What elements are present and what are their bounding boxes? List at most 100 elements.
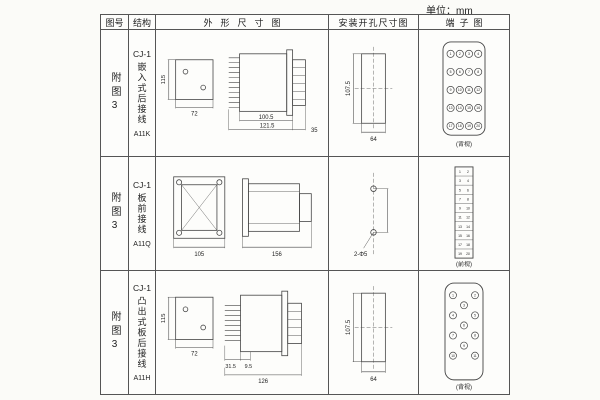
structure-name-1: 嵌入式后接线 <box>136 61 147 125</box>
fig-no-1: 附图3 <box>109 71 120 115</box>
dim-depth-1: 35 <box>311 128 318 134</box>
svg-text:17: 17 <box>458 243 462 247</box>
spec-table: 图号 结构 外形尺寸图 安装开孔尺寸图 端子图 附图3 CJ-1 嵌入式后接线 … <box>100 14 510 395</box>
svg-text:1: 1 <box>459 170 461 174</box>
model-2: A11Q <box>133 240 151 248</box>
svg-text:2: 2 <box>474 293 476 297</box>
install-drawing-a11k: 107.5 64 <box>346 46 393 143</box>
svg-text:7: 7 <box>468 70 470 74</box>
svg-text:14: 14 <box>458 106 462 110</box>
svg-text:9: 9 <box>459 207 461 211</box>
dim-height-1: 115 <box>161 74 167 84</box>
svg-text:11: 11 <box>473 354 477 358</box>
dim-cutout-v-3: 107.5 <box>346 319 352 335</box>
svg-text:2: 2 <box>459 52 461 56</box>
svg-text:4: 4 <box>477 52 479 56</box>
dim-total-3: 126 <box>258 379 269 385</box>
outline-drawing-a11h: 115 72 31.5 9.5 126 <box>161 290 302 385</box>
install-shapes-3 <box>352 286 393 373</box>
svg-text:3: 3 <box>468 52 470 56</box>
svg-text:12: 12 <box>476 88 480 92</box>
svg-text:6: 6 <box>463 324 465 328</box>
outline-cell-1: 115 72 100.5 121.5 35 <box>156 30 329 157</box>
outline-drawing-a11k: 115 72 100.5 121.5 35 <box>161 49 318 134</box>
svg-text:3: 3 <box>459 179 461 183</box>
structure-cell-2: CJ-1 板前接线 A11Q <box>129 157 156 271</box>
svg-text:5: 5 <box>459 188 461 192</box>
dim-pitch-3: 9.5 <box>245 364 253 370</box>
svg-text:15: 15 <box>458 234 462 238</box>
svg-text:10: 10 <box>466 207 470 211</box>
svg-text:4: 4 <box>452 314 454 318</box>
install-cell-2: 2-Φ5 <box>329 157 419 271</box>
model-3: A11H <box>133 375 151 383</box>
terminal-view-1: (背视) <box>456 140 472 148</box>
terminal-view-2: (前视) <box>456 260 472 268</box>
dim-cutout-h-3: 64 <box>370 377 377 383</box>
outline-shapes-2 <box>173 176 312 249</box>
install-dims-1: 107.5 64 <box>346 80 378 143</box>
svg-text:13: 13 <box>458 225 462 229</box>
dim-width-1: 72 <box>191 111 198 117</box>
install-drawing-a11h: 107.5 64 <box>346 286 393 383</box>
outline-shapes-3 <box>167 290 302 376</box>
svg-text:8: 8 <box>467 197 469 201</box>
svg-text:20: 20 <box>466 252 470 256</box>
outline-dims-2: 105 156 <box>194 252 282 258</box>
series-1: CJ-1 <box>133 48 151 59</box>
outline-dims-1: 115 72 100.5 121.5 35 <box>161 74 318 134</box>
series-3: CJ-1 <box>133 282 151 293</box>
structure-cell-3: CJ-1 凸出式板后接线 A11H <box>129 271 156 394</box>
outline-drawing-a11q: 105 156 <box>173 176 312 258</box>
header-structure: 结构 <box>129 15 156 30</box>
unit-label: 单位：mm <box>426 6 473 17</box>
svg-text:12: 12 <box>466 216 470 220</box>
dim-width-2: 105 <box>194 252 205 258</box>
svg-text:3: 3 <box>463 303 465 307</box>
outline-shapes-1 <box>167 49 306 131</box>
svg-text:8: 8 <box>477 70 479 74</box>
install-cell-1: 107.5 64 <box>329 30 419 157</box>
fig-no-cell-1: 附图3 <box>101 30 129 157</box>
fig-no-3: 附图3 <box>109 311 120 354</box>
svg-text:6: 6 <box>467 188 469 192</box>
svg-text:13: 13 <box>449 106 453 110</box>
svg-text:18: 18 <box>466 243 470 247</box>
header-fig-no: 图号 <box>101 15 129 30</box>
svg-text:2: 2 <box>467 170 469 174</box>
svg-text:9: 9 <box>463 344 465 348</box>
dim-pin-3: 31.5 <box>225 364 236 370</box>
svg-text:17: 17 <box>449 124 453 128</box>
dim-width-3: 72 <box>191 352 198 358</box>
install-shapes-2 <box>363 172 389 255</box>
outline-cell-3: 115 72 31.5 9.5 126 <box>156 271 329 394</box>
dim-length-2: 156 <box>272 252 283 258</box>
header-install: 安装开孔尺寸图 <box>329 15 419 30</box>
svg-text:11: 11 <box>458 216 462 220</box>
install-dims-3: 107.5 64 <box>346 319 378 383</box>
svg-text:1: 1 <box>452 293 454 297</box>
outline-dims-3: 115 72 31.5 9.5 126 <box>161 313 269 385</box>
dim-cutout-v-1: 107.5 <box>346 80 352 96</box>
fig-no-2: 附图3 <box>109 192 120 235</box>
svg-text:19: 19 <box>458 252 462 256</box>
svg-text:6: 6 <box>459 70 461 74</box>
svg-text:10: 10 <box>458 88 462 92</box>
svg-text:18: 18 <box>458 124 462 128</box>
install-shapes-1 <box>352 46 393 134</box>
fig-no-cell-3: 附图3 <box>101 271 129 394</box>
svg-text:19: 19 <box>467 124 471 128</box>
install-drawing-a11q: 2-Φ5 <box>354 172 389 258</box>
svg-text:15: 15 <box>467 106 471 110</box>
svg-text:16: 16 <box>466 234 470 238</box>
structure-name-2: 板前接线 <box>136 192 147 235</box>
dim-height-3: 115 <box>161 313 167 323</box>
svg-text:20: 20 <box>476 124 480 128</box>
